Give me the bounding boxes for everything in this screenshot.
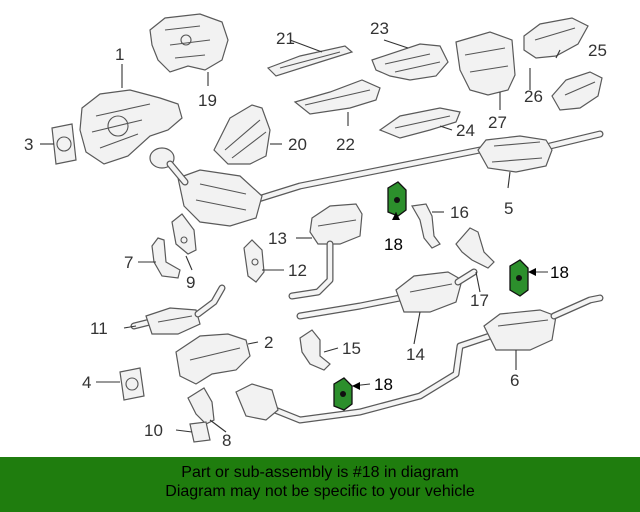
part-27-heat-shield <box>455 31 516 96</box>
info-banner: Part or sub-assembly is #18 in diagram D… <box>0 457 640 512</box>
part-4-gasket <box>119 367 145 401</box>
callout-14: 14 <box>406 345 425 364</box>
part-13-center-muffler <box>288 203 363 300</box>
callout-26: 26 <box>524 87 543 106</box>
part-5-front-pipe-catalytic-converter <box>149 130 604 227</box>
callout-17: 17 <box>470 291 489 310</box>
part-22-heat-shield <box>293 79 381 115</box>
callout-11: 11 <box>90 319 108 338</box>
part-2-downpipe <box>175 333 251 385</box>
callout-18-lower: 18 <box>374 375 393 394</box>
part-25-heat-shield <box>551 71 603 111</box>
part-8-bracket <box>187 387 215 425</box>
part-3-gasket <box>51 123 77 165</box>
part-17-bracket <box>455 227 495 269</box>
arrow-18-upper <box>392 212 400 220</box>
callout-1: 1 <box>115 45 124 64</box>
part-24-heat-shield <box>378 107 461 139</box>
arrow-18-lower <box>352 382 360 390</box>
banner-line-2: Diagram may not be specific to your vehi… <box>165 483 475 500</box>
callout-15: 15 <box>342 339 361 358</box>
callout-8: 8 <box>222 431 231 450</box>
callout-18-upper: 18 <box>384 235 403 254</box>
callout-2: 2 <box>264 333 273 352</box>
callout-10: 10 <box>144 421 163 440</box>
part-18-hanger-right <box>509 259 529 297</box>
part-23-heat-shield <box>371 43 449 81</box>
part-9-bracket <box>171 213 197 255</box>
part-14-rear-muffler <box>296 268 478 320</box>
part-1-manifold-shield <box>79 89 183 165</box>
part-18-hanger-lower <box>333 377 353 411</box>
callout-12: 12 <box>288 261 307 280</box>
part-7-bracket <box>151 237 181 279</box>
part-12-hanger-bracket <box>243 239 265 283</box>
callout-23: 23 <box>370 19 389 38</box>
callout-9: 9 <box>186 273 195 292</box>
part-20-heat-shield <box>213 104 271 165</box>
exhaust-parts-diagram: 1 2 3 4 5 6 7 8 9 10 11 12 13 14 15 16 1… <box>24 13 607 450</box>
callout-6: 6 <box>510 371 519 390</box>
part-21-heat-shield <box>266 45 354 77</box>
part-11-resonator-pipe <box>130 284 226 335</box>
part-15-bracket <box>299 329 331 371</box>
callout-20: 20 <box>288 135 307 154</box>
callout-24: 24 <box>456 121 475 140</box>
part-10-bracket <box>189 421 211 443</box>
callout-27: 27 <box>488 113 507 132</box>
callout-25: 25 <box>588 41 607 60</box>
callout-7: 7 <box>124 253 133 272</box>
callout-13: 13 <box>268 229 287 248</box>
callout-18-right: 18 <box>550 263 569 282</box>
part-26-heat-shield <box>523 17 589 59</box>
part-16-bracket <box>411 203 441 249</box>
callout-5: 5 <box>504 199 513 218</box>
callout-16: 16 <box>450 203 469 222</box>
arrow-18-right <box>528 268 536 276</box>
callout-3: 3 <box>24 135 33 154</box>
callout-4: 4 <box>82 373 91 392</box>
callout-22: 22 <box>336 135 355 154</box>
callout-21: 21 <box>276 29 295 48</box>
callout-19: 19 <box>198 91 217 110</box>
part-6-rear-pipe-catalytic-converter <box>235 294 604 424</box>
part-18-hanger-upper <box>387 181 407 217</box>
part-19-heat-shield <box>149 13 229 73</box>
banner-line-1: Part or sub-assembly is #18 in diagram <box>181 464 459 481</box>
